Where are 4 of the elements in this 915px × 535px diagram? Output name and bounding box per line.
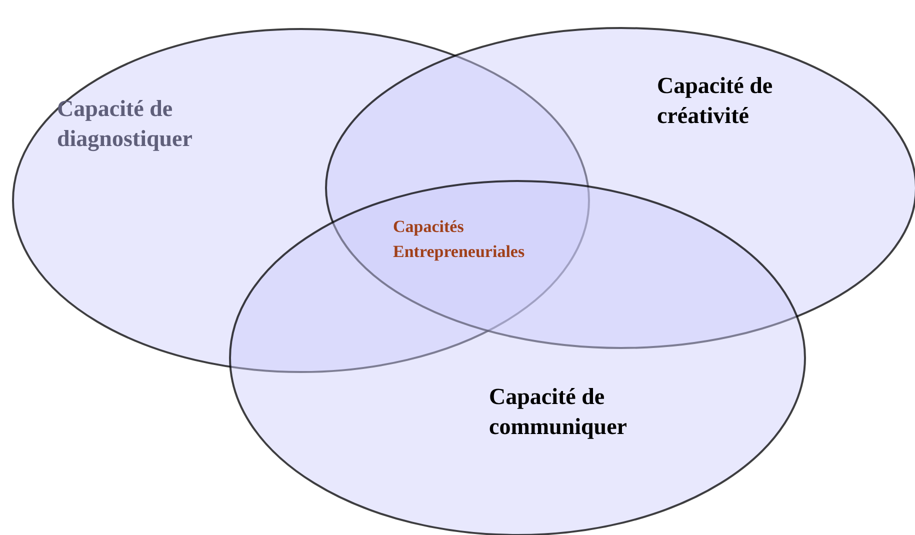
ellipse-label: Capacité de diagnostiquer	[57, 95, 194, 154]
overlap-label: Capacités Entrepreneuriales	[393, 216, 526, 263]
ellipse-label: Capacité de créativité	[657, 72, 774, 130]
ellipse-label: Capacité de communiquer	[489, 383, 628, 441]
